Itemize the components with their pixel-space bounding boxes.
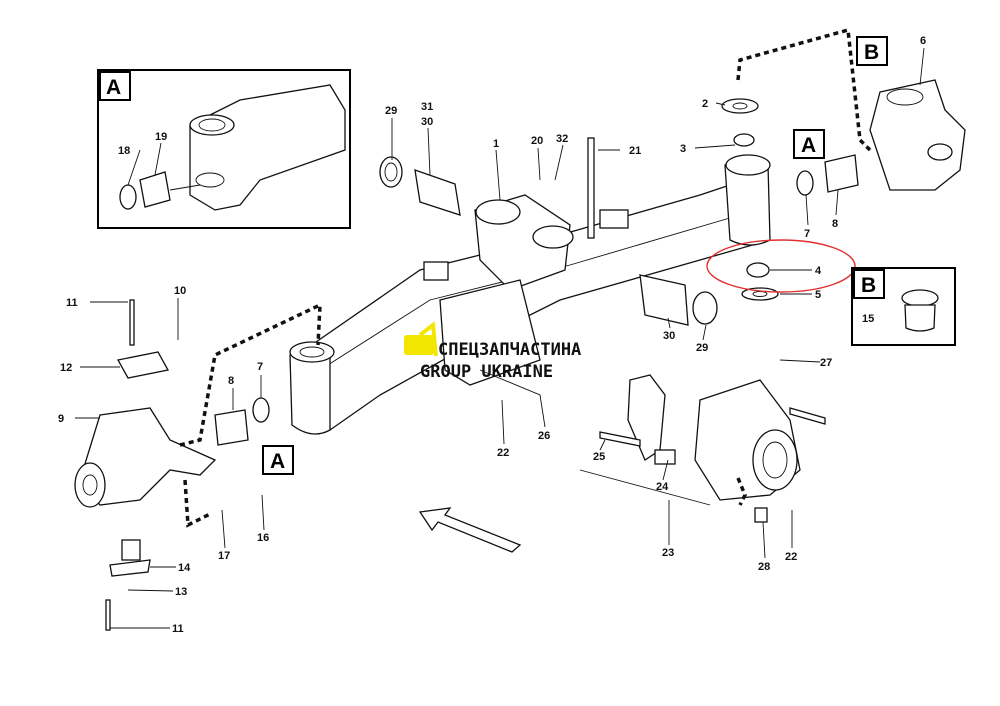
callout: 13 [175,586,187,598]
inset-a-right: A [793,129,825,159]
callout: 6 [920,35,926,47]
steering-knuckle-right [869,79,966,191]
callout: 18 [118,145,130,157]
callout: 11 [172,623,184,635]
callout: 19 [155,131,167,143]
callout: 32 [556,133,568,145]
callout: 10 [174,285,186,297]
callout: 4 [815,265,822,277]
callout: 11 [66,297,78,309]
steering-knuckle-left [74,299,217,631]
callout: 8 [832,218,838,230]
inset-b-label: B [861,274,876,297]
inset-a-bottom: A [262,445,294,475]
callout: 7 [804,228,810,240]
callout: 22 [497,447,509,459]
callout: 25 [593,451,605,463]
arrow-forward-icon [418,507,522,553]
inset-b-detail: B [851,267,956,346]
callout: 7 [257,361,263,373]
callout: 16 [257,532,269,544]
callout: 29 [385,105,397,117]
callout: 23 [662,547,674,559]
watermark-line2: GROUP UKRAINE [420,362,553,382]
callout: 20 [531,135,543,147]
dashed-guide [736,27,872,152]
callout: 26 [538,430,550,442]
wheel-hub [599,374,826,523]
watermark-line1: СПЕЦЗАПЧАСТИНА [438,340,581,360]
dashed-guide-left [179,302,322,447]
callout-numbers: 18 19 29 31 30 1 20 32 21 2 3 6 7 8 4 5 … [58,35,926,635]
callout: 2 [702,98,708,110]
callout: 27 [820,357,832,369]
callout: 8 [228,375,234,387]
callout: 24 [656,481,669,493]
bushings-and-seals [214,98,859,446]
inset-b-top: B [856,36,888,66]
callout: 1 [493,138,499,150]
inset-b-label: B [864,41,879,64]
inset-a-label: A [270,450,285,473]
inset-a-label: A [106,76,121,99]
callout: 22 [785,551,797,563]
front-axle-beam [289,154,771,435]
watermark-logo: СПЕЦЗАПЧАСТИНА GROUP UKRAINE [404,321,581,382]
callout: 9 [58,413,64,425]
callout: 30 [663,330,675,342]
callout: 12 [60,362,72,374]
dashed-guide-hub [736,477,747,506]
callout: 29 [696,342,708,354]
highlight-circle [706,239,856,293]
callout: 21 [629,145,641,157]
callout: 30 [421,116,433,128]
callout: 3 [680,143,686,155]
callout: 17 [218,550,230,562]
callout: 14 [178,562,191,574]
callout: 15 [862,313,874,325]
dashed-guide-left-lower [183,479,213,528]
leader-lines [75,47,925,629]
callout: 5 [815,289,821,301]
inset-a-label: A [801,134,816,157]
callout: 28 [758,561,770,573]
callout: 31 [421,101,433,113]
inset-a-detail: A [97,69,351,229]
